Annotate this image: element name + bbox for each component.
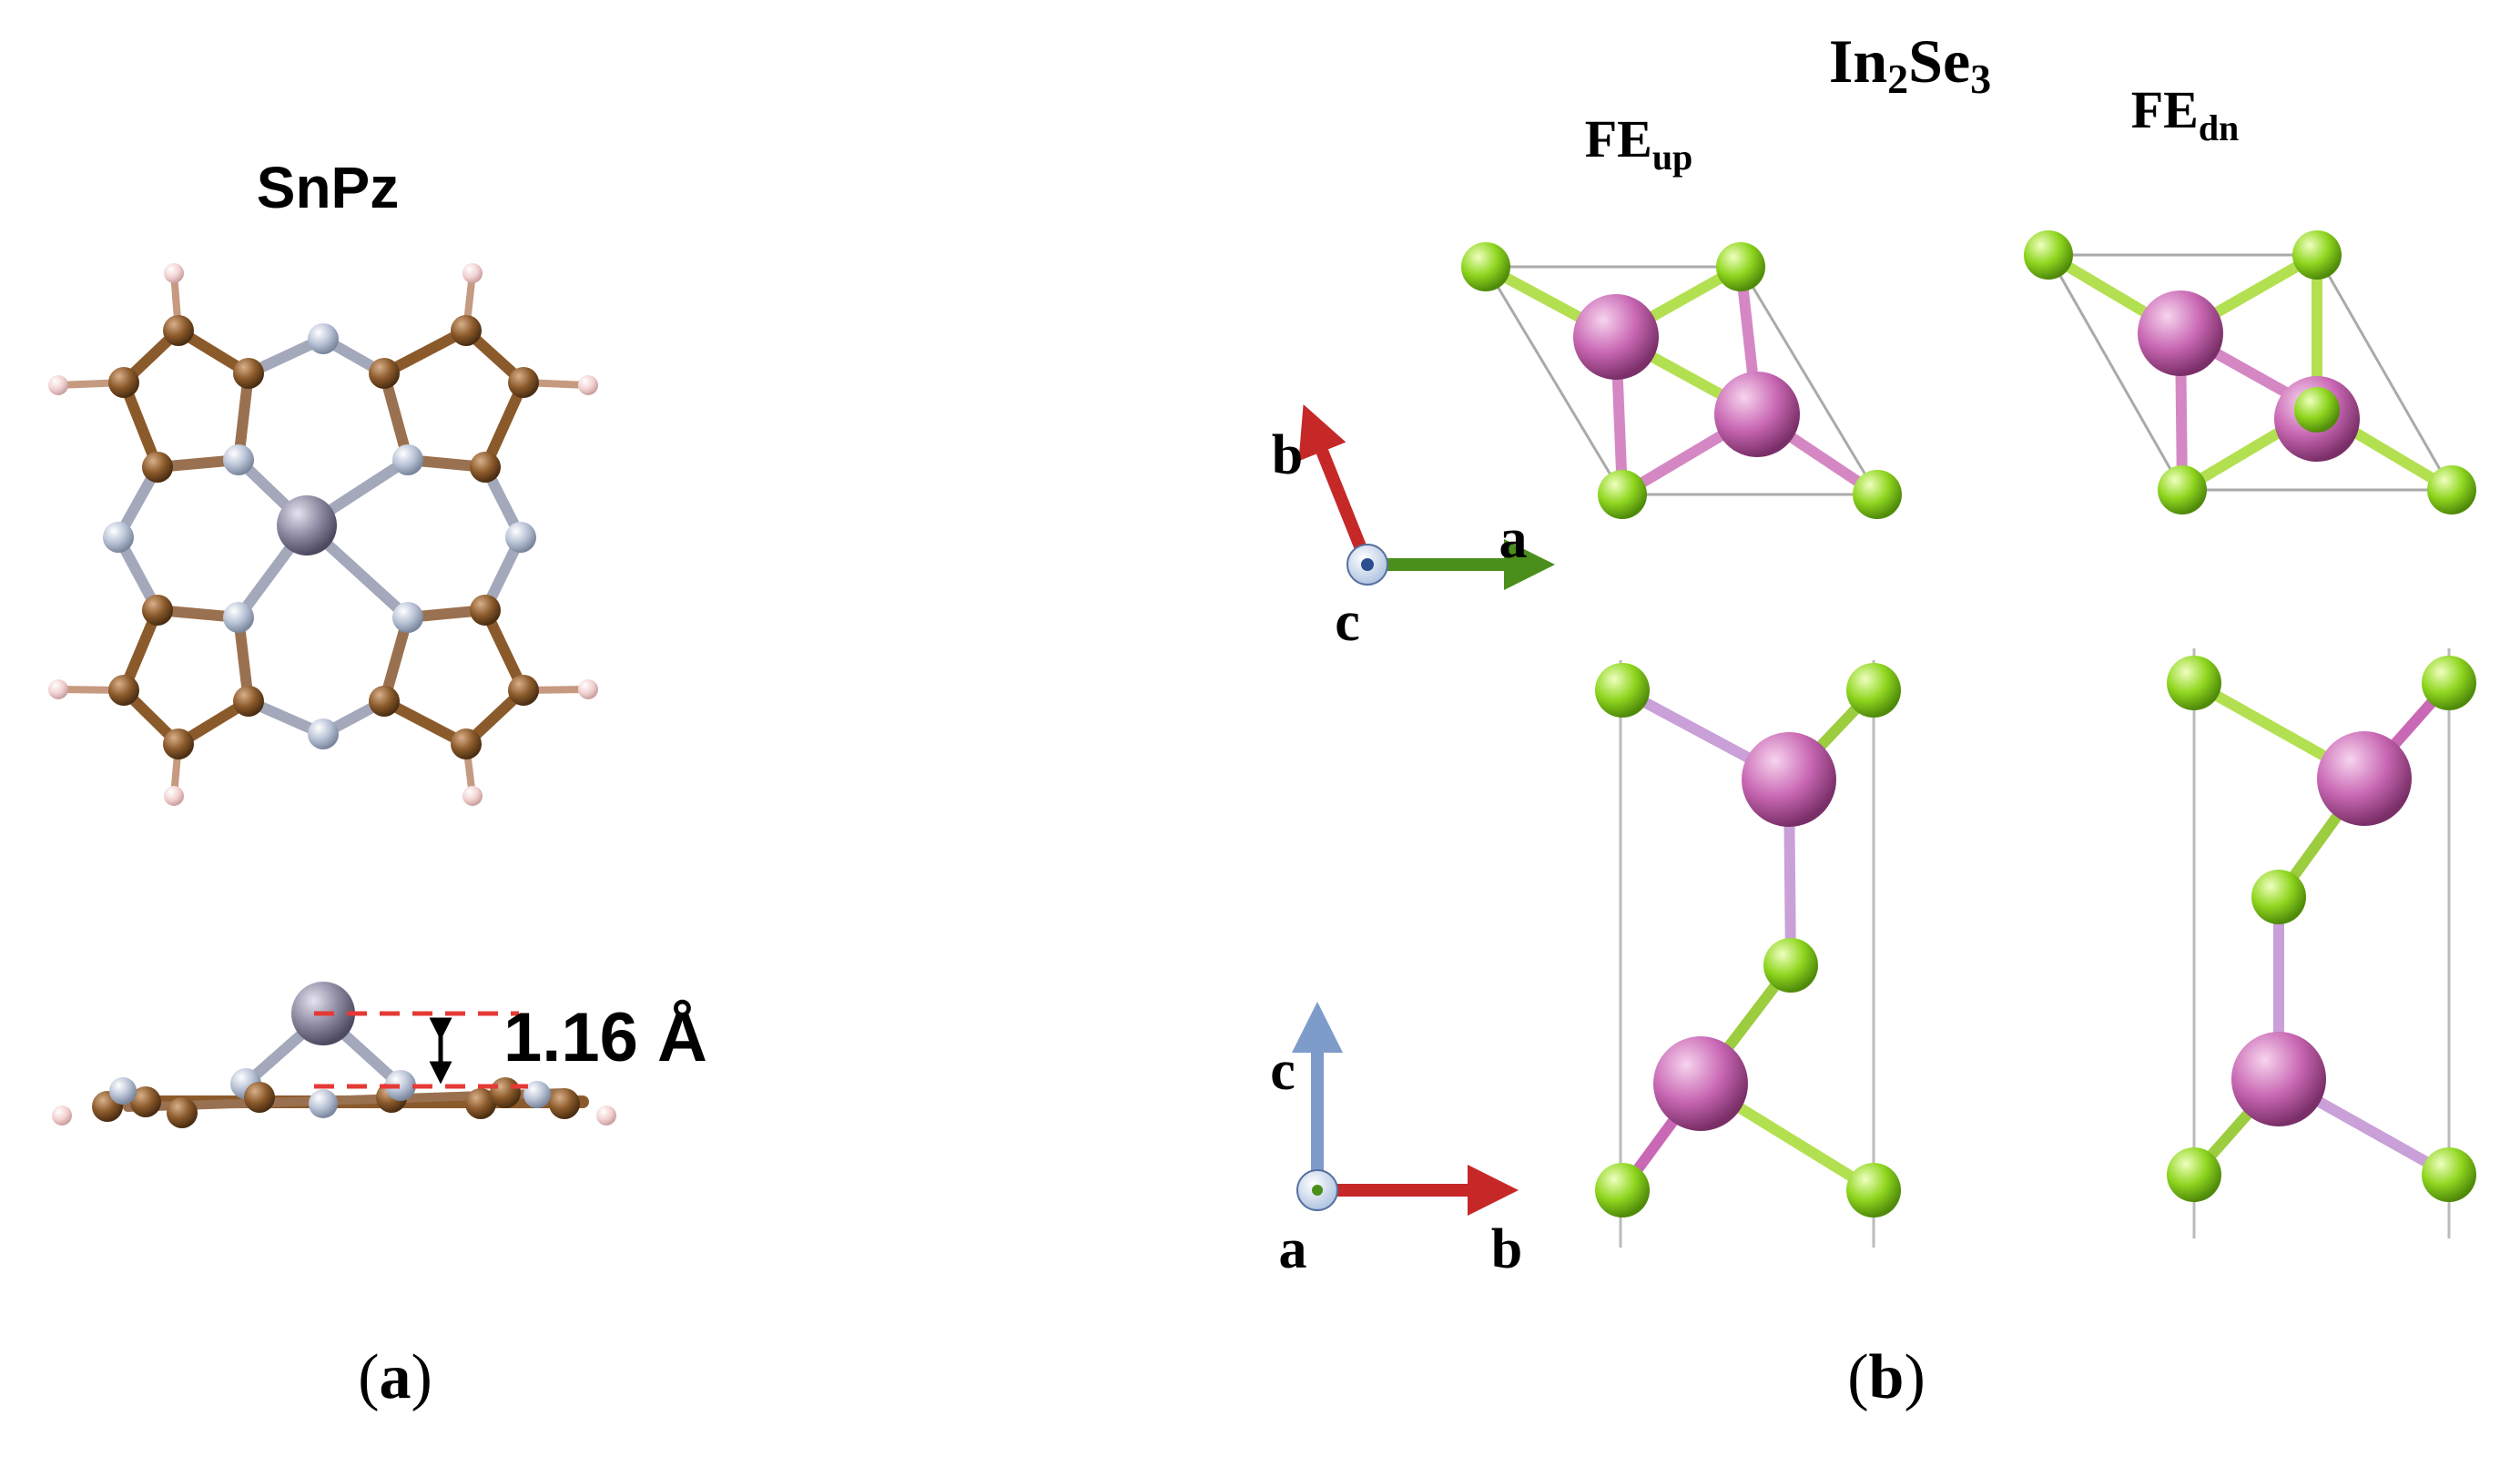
hydrogen-atom [596, 1105, 616, 1126]
panel-b: In2Se3 FEup FEdn b a c c a b [1270, 26, 2476, 1412]
selenium-atom [2292, 230, 2342, 280]
selenium-atom [1853, 470, 1902, 519]
selenium-atom [1716, 242, 1765, 291]
carbon-atom [108, 675, 139, 706]
nitrogen-atom [505, 522, 536, 553]
nitrogen-atom [308, 323, 339, 354]
indium-atom [2231, 1032, 2326, 1126]
panel-a: SnPz [48, 155, 707, 1412]
nitrogen-atom [103, 522, 134, 553]
hydrogen-atom [48, 375, 68, 395]
in2se3-title: In2Se3 [1829, 26, 1991, 102]
fe-dn-top-view [2024, 230, 2476, 515]
hydrogen-atom [462, 263, 483, 283]
carbon-atom [244, 1082, 275, 1113]
hydrogen-atom [578, 375, 598, 395]
carbon-atom [233, 686, 264, 717]
top-axis-triad: b a c [1272, 404, 1555, 653]
selenium-atom [2294, 387, 2340, 433]
hydrogen-atom [462, 786, 483, 806]
hydrogen-atom [164, 786, 184, 806]
bottom-a-label: a [1279, 1218, 1307, 1280]
nitrogen-atom [309, 1089, 338, 1118]
indium-atom [1714, 372, 1800, 457]
carbon-atom [163, 728, 194, 759]
selenium-atom [2427, 465, 2476, 515]
fe-up-side-view [1595, 660, 1901, 1248]
carbon-atom [549, 1088, 580, 1119]
snpz-title: SnPz [257, 155, 399, 220]
nitrogen-atom [392, 602, 423, 633]
tin-atom [277, 495, 337, 555]
bottom-axis-triad: c a b [1270, 1002, 1522, 1280]
indium-atom [1653, 1036, 1748, 1131]
nitrogen-atom [223, 602, 254, 633]
selenium-atom [2158, 465, 2207, 515]
hydrogen-atom [52, 1105, 72, 1126]
indium-atom [1573, 294, 1659, 380]
carbon-atom [470, 452, 501, 483]
indium-atom [2317, 731, 2412, 826]
nitrogen-atom [523, 1081, 551, 1108]
selenium-atom [1595, 1163, 1650, 1218]
carbon-atom [369, 358, 400, 389]
bottom-c-label: c [1270, 1040, 1296, 1102]
caption-b: (b) [1847, 1342, 1926, 1412]
carbon-atom [508, 675, 539, 706]
nitrogen-atom [392, 444, 423, 475]
snpz-top-view [48, 263, 598, 806]
selenium-atom [2024, 230, 2073, 280]
selenium-atom [1846, 663, 1901, 718]
fe-up-top-view [1461, 242, 1902, 519]
selenium-atom [1763, 938, 1818, 993]
bottom-b-label: b [1491, 1218, 1522, 1280]
carbon-atom [508, 367, 539, 398]
selenium-atom [1595, 663, 1650, 718]
hydrogen-atom [48, 679, 68, 699]
carbon-atom [142, 452, 173, 483]
carbon-atom [142, 595, 173, 626]
fe-dn-label: FEdn [2131, 80, 2240, 148]
carbon-atom [465, 1088, 496, 1119]
fe-up-label: FEup [1585, 109, 1693, 178]
snpz-top-atoms [48, 263, 598, 806]
carbon-atom [233, 358, 264, 389]
caption-a: (a) [358, 1342, 432, 1412]
carbon-atom [167, 1097, 198, 1128]
carbon-atom [369, 686, 400, 717]
selenium-atom [2422, 656, 2476, 710]
nitrogen-atom [308, 718, 339, 749]
indium-atom [1742, 732, 1836, 827]
selenium-atom [1598, 470, 1647, 519]
carbon-atom [108, 367, 139, 398]
height-label: 1.16 Å [503, 999, 707, 1076]
fe-dn-side-view [2167, 648, 2476, 1238]
b-axis-arrow [1298, 404, 1374, 567]
snpz-side-view: 1.16 Å [52, 982, 707, 1128]
nitrogen-atom [223, 444, 254, 475]
selenium-atom [2167, 656, 2221, 710]
carbon-atom [470, 595, 501, 626]
hydrogen-atom [164, 263, 184, 283]
selenium-atom [2251, 870, 2306, 924]
a-axis-dot [1312, 1185, 1323, 1196]
carbon-atom [490, 1077, 521, 1108]
selenium-atom [1461, 242, 1510, 291]
nitrogen-atom [385, 1070, 416, 1101]
top-a-label: a [1499, 508, 1528, 570]
indium-atom [2138, 290, 2223, 376]
carbon-atom [451, 315, 482, 346]
hydrogen-atom [578, 679, 598, 699]
selenium-atom [2167, 1147, 2221, 1202]
top-b-label: b [1272, 424, 1303, 486]
top-c-label: c [1335, 591, 1360, 653]
carbon-atom [451, 728, 482, 759]
nitrogen-atom [109, 1077, 137, 1105]
carbon-atom [130, 1086, 161, 1117]
c-axis-dot [1361, 558, 1374, 571]
selenium-atom [1846, 1163, 1901, 1218]
selenium-atom [2422, 1147, 2476, 1202]
carbon-atom [163, 315, 194, 346]
